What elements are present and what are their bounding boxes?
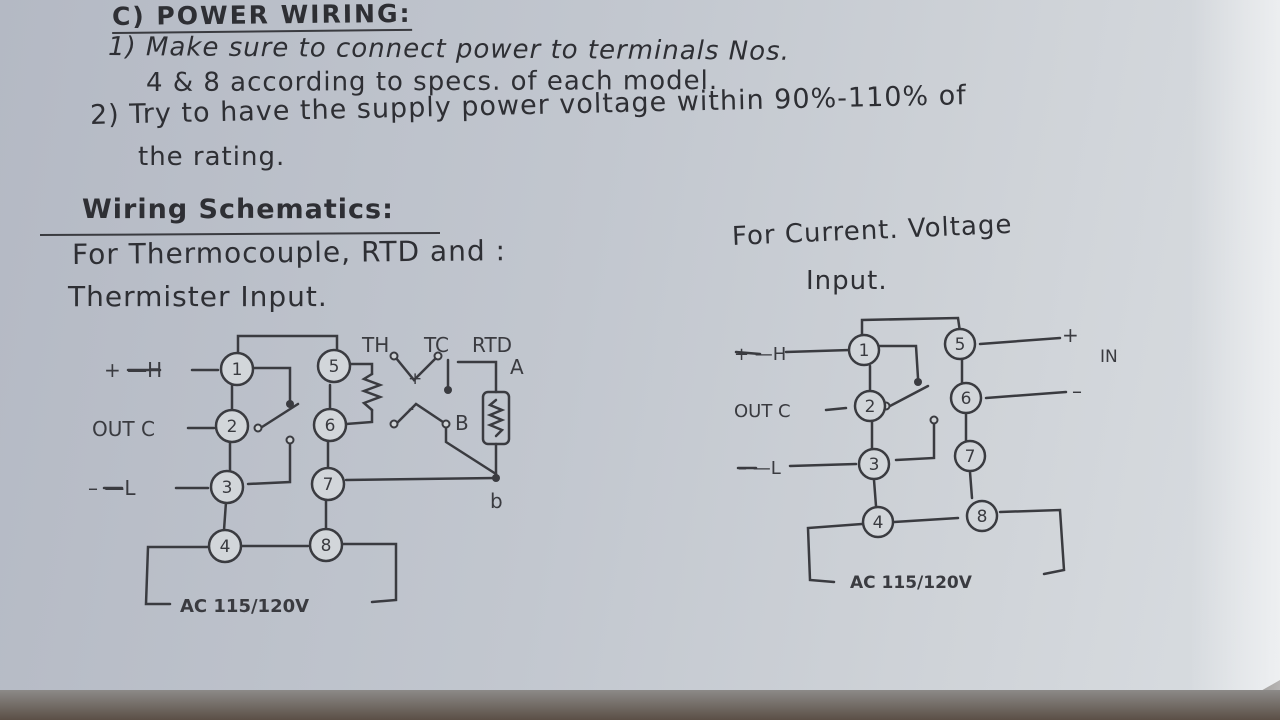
right-label-out-c: OUT C: [734, 401, 791, 422]
left-terminal-7-circle: [310, 466, 346, 502]
left-label-b-lower: b: [490, 489, 503, 513]
right-terminal-2: 2: [865, 397, 876, 417]
left-terminal-3: 3: [222, 478, 233, 498]
left-label-tc: TC: [423, 333, 449, 357]
left-terminal-8: 8: [321, 536, 332, 556]
left-terminal-6: 6: [325, 416, 336, 436]
left-terminal-2: 2: [227, 417, 238, 437]
right-caption-line-2: Input.: [806, 266, 888, 296]
right-terminal-3-circle: [857, 447, 891, 481]
left-terminal-7: 7: [323, 475, 334, 495]
schematics-heading: Wiring Schematics:: [82, 194, 394, 225]
right-label-minus: –: [1072, 379, 1082, 403]
right-terminal-6: 6: [961, 389, 972, 409]
document-page: [0, 0, 1280, 700]
left-label-tc-minus: -: [408, 399, 414, 419]
right-terminal-8: 8: [977, 507, 988, 527]
left-terminal-5-circle: [316, 348, 352, 384]
right-label-ac: AC 115/120V: [850, 573, 973, 593]
right-terminal-7: 7: [965, 447, 976, 467]
left-label-th: TH: [361, 333, 389, 357]
left-terminal-1-circle: [219, 351, 255, 387]
left-label-ac: AC 115/120V: [180, 596, 309, 617]
table-surface: [0, 690, 1280, 720]
left-terminal-8-circle: [308, 527, 344, 563]
right-terminal-4: 4: [873, 513, 884, 533]
left-terminal-1: 1: [232, 360, 243, 380]
left-label-b-upper: B: [455, 411, 469, 435]
right-terminal-2-circle: [853, 389, 887, 423]
left-caption-line-2: Thermister Input.: [68, 280, 328, 313]
right-terminal-7-circle: [953, 439, 987, 473]
left-terminal-3-circle: [209, 469, 245, 505]
left-label-tc-plus: +: [408, 369, 422, 389]
left-terminal-4: 4: [220, 537, 231, 557]
right-terminal-4-circle: [861, 505, 895, 539]
left-terminal-2-circle: [214, 408, 250, 444]
right-label-plus-h: + —H: [734, 344, 786, 365]
right-terminal-1: 1: [859, 341, 870, 361]
right-terminal-5: 5: [955, 335, 966, 355]
left-label-a: A: [510, 355, 524, 379]
right-label-in: IN: [1100, 347, 1118, 367]
page-edge-glare: [1190, 0, 1280, 720]
right-terminal-1-circle: [847, 333, 881, 367]
left-label-plus-h: + —H: [104, 358, 162, 382]
left-terminal-4-circle: [207, 528, 243, 564]
right-terminal-3: 3: [869, 455, 880, 475]
right-terminal-6-circle: [949, 381, 983, 415]
right-label-plus: +: [1062, 323, 1079, 347]
right-terminal-8-circle: [965, 499, 999, 533]
left-label-minus-l: – —L: [88, 476, 136, 500]
right-terminal-5-circle: [943, 327, 977, 361]
left-label-rtd: RTD: [472, 333, 512, 357]
left-terminal-6-circle: [312, 407, 348, 443]
left-label-out-c: OUT C: [92, 417, 155, 441]
left-terminal-5: 5: [329, 357, 340, 377]
instruction-2-line-2: the rating.: [138, 142, 286, 172]
right-label-minus-l: – —L: [738, 458, 781, 479]
